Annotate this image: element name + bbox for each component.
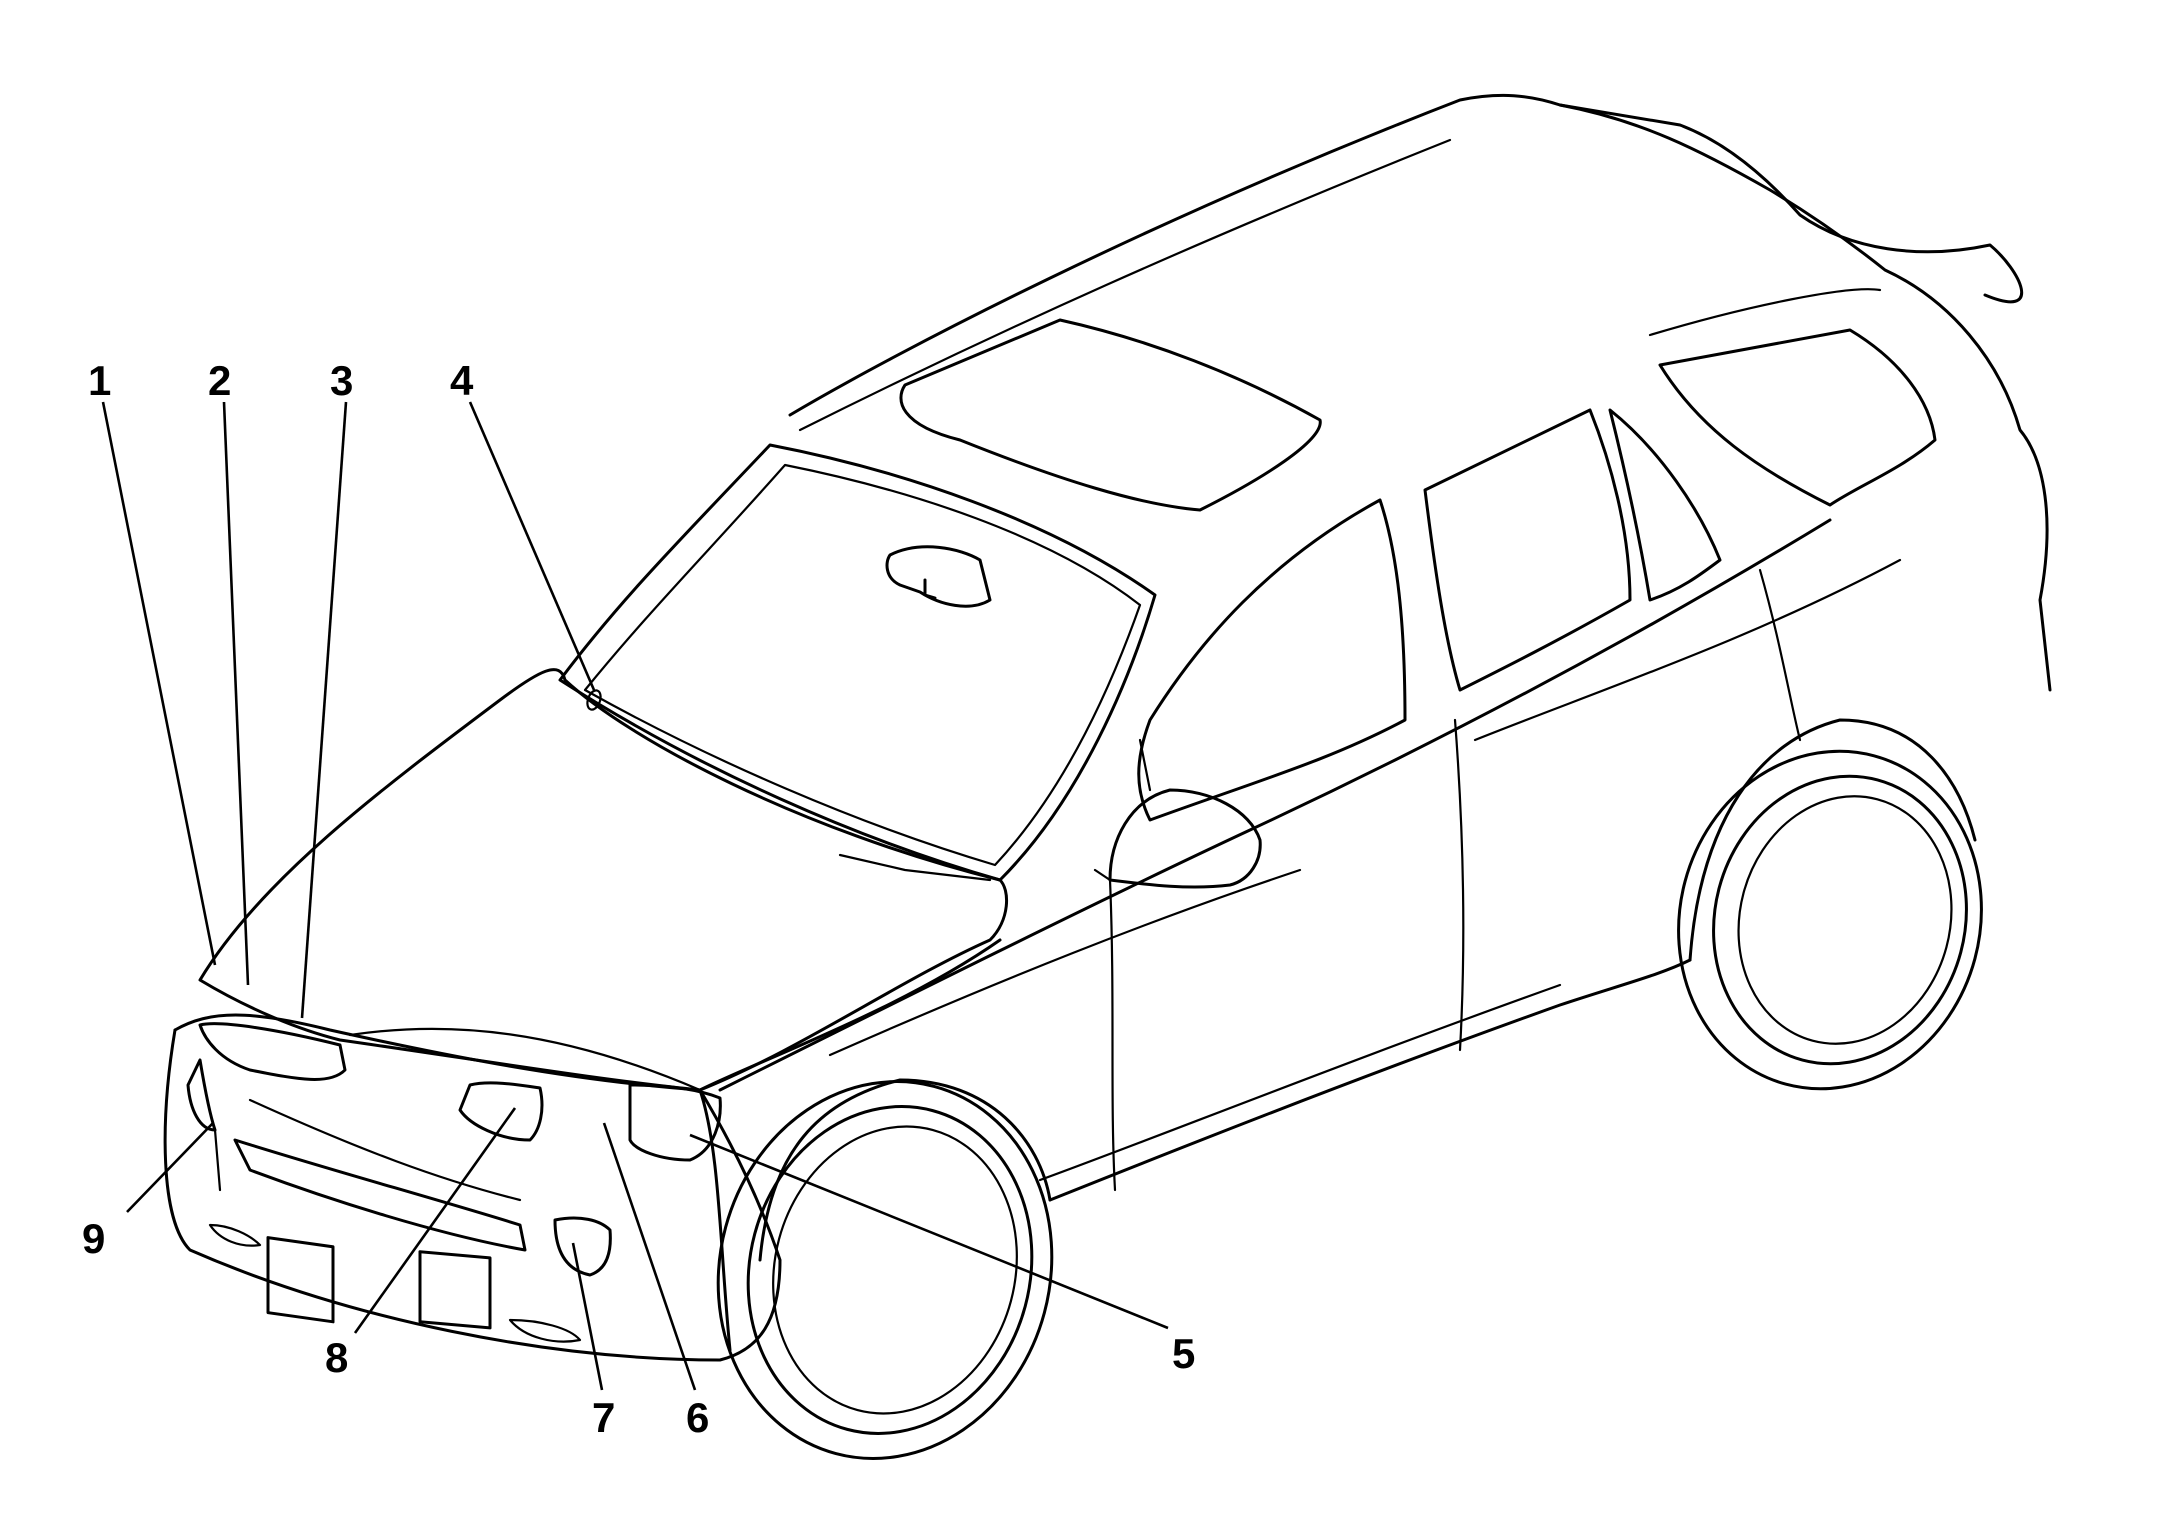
c-pillar-window	[1608, 408, 1722, 602]
roof-outline	[788, 93, 2024, 417]
callout-labels: 1 2 3 4 5 6 7 8 9	[82, 357, 1195, 1441]
roof-rack-rail	[798, 138, 1882, 432]
vehicle-drawing	[163, 93, 2052, 1460]
leader-1	[101, 401, 217, 966]
license-plate-left	[266, 1236, 335, 1324]
leader-7	[571, 1242, 604, 1391]
license-plate-right	[418, 1250, 492, 1330]
callout-7: 7	[592, 1394, 615, 1441]
lower-body-line	[1038, 983, 1562, 1182]
front-wheel	[716, 1078, 1054, 1460]
callout-6: 6	[686, 1394, 709, 1441]
leader-4	[468, 401, 596, 691]
bumper-vent-left	[208, 1223, 262, 1247]
rear-door-edge	[1758, 568, 1802, 742]
body-crease	[828, 558, 1902, 1057]
rocker-panel	[1048, 958, 1692, 1202]
rear-door-window	[1423, 408, 1632, 692]
leader-2	[222, 401, 250, 986]
callout-leaders	[101, 401, 1169, 1391]
right-headlamp	[628, 1083, 722, 1162]
side-mirror-stem	[1093, 738, 1152, 882]
front-door-window	[1137, 498, 1407, 822]
rear-quarter-window	[1658, 328, 1937, 507]
front-fender	[698, 938, 1002, 1352]
front-bumper	[163, 1028, 782, 1362]
leader-8	[353, 1107, 517, 1334]
side-mirror	[1108, 788, 1262, 889]
callout-3: 3	[330, 357, 353, 404]
left-headlamp	[198, 1022, 347, 1081]
leader-6	[602, 1122, 697, 1391]
leader-5	[689, 1133, 1169, 1330]
windshield	[558, 443, 1157, 882]
callout-4: 4	[450, 357, 474, 404]
bumper-vent-right	[508, 1318, 582, 1343]
left-fog-lamp	[186, 1058, 217, 1132]
right-fog-lamp	[553, 1216, 612, 1277]
callout-5: 5	[1172, 1330, 1195, 1377]
leader-3	[300, 401, 348, 1019]
grille-frame	[213, 1098, 522, 1202]
leader-9	[126, 1122, 214, 1213]
door-divider	[1453, 718, 1465, 1052]
callout-2: 2	[208, 357, 231, 404]
rearview-mirror	[885, 545, 992, 608]
front-marker-lamp	[458, 1081, 544, 1142]
front-door-edge	[1108, 878, 1117, 1192]
roof-right-edge	[1558, 103, 2052, 692]
bumper-upper-edge	[173, 1013, 702, 1092]
callout-1: 1	[88, 357, 111, 404]
hood-crease	[348, 1027, 702, 1092]
callout-9: 9	[82, 1215, 105, 1262]
windshield-inner	[583, 463, 1142, 867]
rear-wheel	[1677, 718, 1983, 1091]
callout-8: 8	[325, 1334, 348, 1381]
sunroof	[899, 318, 1322, 512]
grille-opening	[233, 1138, 527, 1252]
wiper	[838, 853, 992, 882]
